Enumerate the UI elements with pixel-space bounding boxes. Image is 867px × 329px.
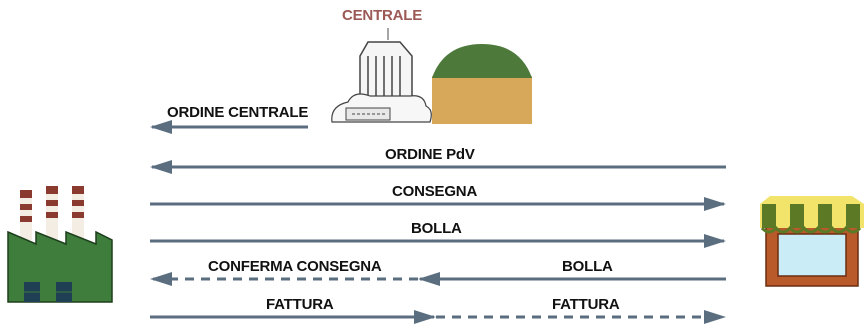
- flow-label-bolla-left: BOLLA: [562, 258, 613, 275]
- flow-label-ordine-pdv: ORDINE PdV: [385, 146, 475, 163]
- flow-label-fattura-solid: FATTURA: [266, 296, 334, 313]
- hub-title: CENTRALE: [342, 7, 423, 24]
- warehouse-dome-icon: [432, 44, 532, 124]
- flow-label-consegna: CONSEGNA: [392, 183, 478, 200]
- store-icon: [760, 196, 864, 287]
- flow-label-conferma-consegna: CONFERMA CONSEGNA: [208, 258, 382, 275]
- headquarters-building-icon: [331, 28, 432, 123]
- flow-label-bolla-right: BOLLA: [411, 220, 462, 237]
- arrow-layer: [150, 120, 726, 324]
- flow-label-ordine-centrale: ORDINE CENTRALE: [167, 104, 309, 121]
- flow-label-fattura-dashed: FATTURA: [552, 296, 620, 313]
- factory-icon: [7, 186, 113, 303]
